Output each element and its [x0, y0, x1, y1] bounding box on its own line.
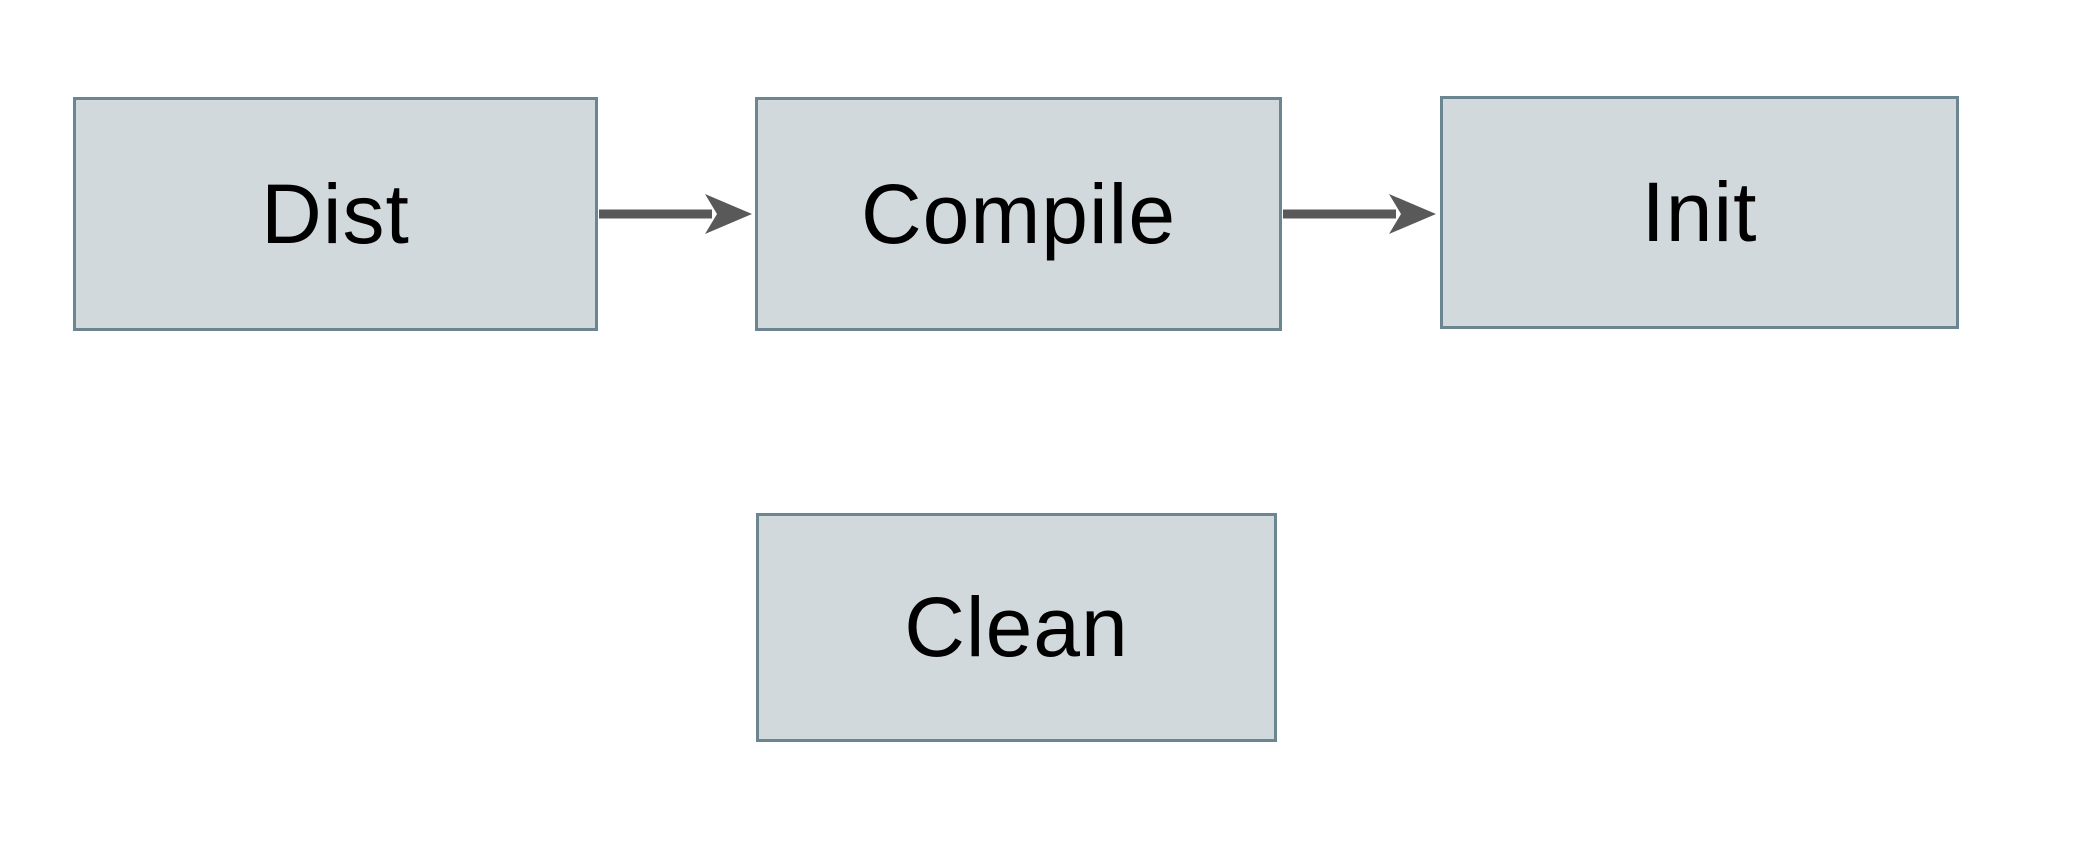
arrow-compile-to-init[interactable]	[1283, 194, 1436, 234]
node-compile-label: Compile	[860, 166, 1177, 261]
node-compile[interactable]: Compile	[755, 97, 1282, 331]
node-init-label: Init	[1641, 165, 1758, 259]
node-dist[interactable]: Dist	[73, 97, 598, 331]
node-clean-label: Clean	[904, 580, 1129, 674]
arrowhead-icon	[705, 194, 752, 234]
node-init[interactable]: Init	[1440, 96, 1959, 329]
node-clean[interactable]: Clean	[756, 513, 1277, 742]
arrowhead-icon	[1389, 194, 1436, 234]
arrow-dist-to-compile[interactable]	[599, 194, 752, 234]
node-dist-label: Dist	[261, 166, 410, 261]
